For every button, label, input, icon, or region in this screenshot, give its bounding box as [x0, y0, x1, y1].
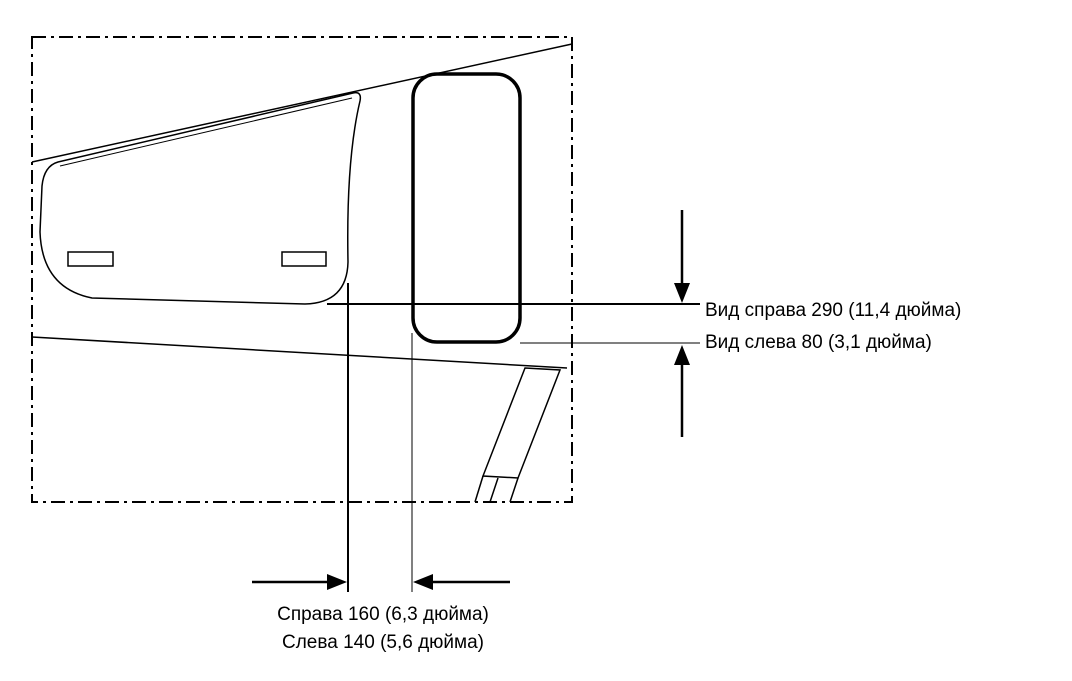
support-strut	[481, 367, 562, 479]
right-arrow-head	[327, 574, 347, 590]
right-view-label: Вид справа 290 (11,4 дюйма)	[705, 300, 961, 321]
mirror-housing-outline	[39, 91, 362, 305]
housing-slot-left	[67, 251, 114, 267]
door-lower-line	[31, 336, 568, 369]
down-arrow-head	[674, 283, 690, 303]
housing-slot-right	[281, 251, 327, 267]
right-offset-label: Справа 160 (6,3 дюйма)	[277, 604, 489, 625]
left-arrow-head	[413, 574, 433, 590]
up-arrow-head	[674, 345, 690, 365]
mirror-housing-inner-edge	[59, 97, 353, 167]
mirror-glass	[411, 72, 522, 344]
support-strut-rod-c	[509, 477, 519, 503]
left-view-label: Вид слева 80 (3,1 дюйма)	[705, 332, 932, 353]
support-strut-rod-a	[474, 475, 484, 503]
view-boundary-frame	[31, 36, 573, 503]
left-offset-label: Слева 140 (5,6 дюйма)	[282, 632, 484, 653]
support-strut-rod-b	[489, 477, 499, 503]
door-upper-line	[31, 43, 573, 163]
